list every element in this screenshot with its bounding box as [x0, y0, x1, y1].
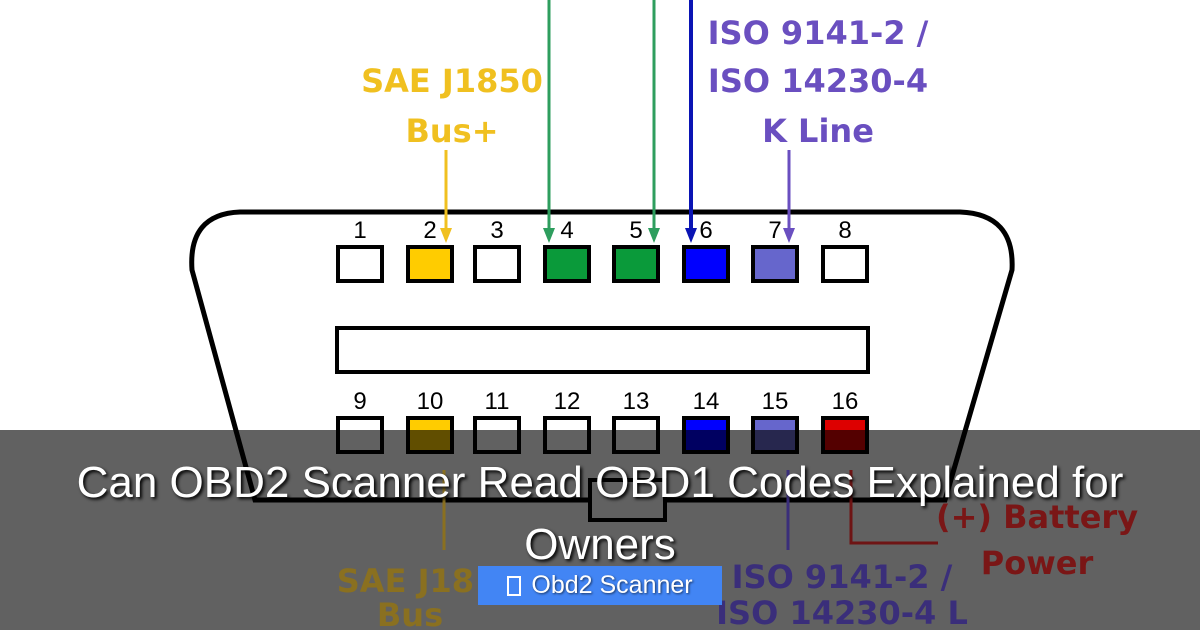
pin-1: [336, 245, 384, 283]
pin-number-13: 13: [623, 388, 650, 415]
pin-number-2: 2: [423, 217, 436, 244]
post-title[interactable]: Can OBD2 Scanner Read OBD1 Codes Explain…: [76, 458, 1124, 569]
pin-4: [543, 245, 591, 283]
pin-number-12: 12: [554, 388, 581, 415]
iso-bottom-label-1: ISO 9141-2 /: [732, 558, 953, 596]
pin-number-5: 5: [629, 217, 642, 244]
pin-number-16: 16: [832, 388, 859, 415]
pin-number-6: 6: [699, 217, 712, 244]
battery-line: [849, 470, 938, 545]
pin-number-4: 4: [560, 217, 573, 244]
iso-label-2: ISO 14230-4: [708, 62, 928, 100]
pin-7: [751, 245, 799, 283]
arrow-head: [783, 228, 795, 243]
pin-number-15: 15: [762, 388, 789, 415]
sae-bottom-label-2: Bus: [377, 596, 443, 630]
pin-number-11: 11: [485, 388, 510, 415]
folder-icon: [507, 575, 522, 596]
pin-number-8: 8: [838, 217, 851, 244]
arrow-head: [440, 228, 452, 243]
connector-outline: [189, 209, 1015, 503]
pin-number-9: 9: [353, 388, 366, 415]
sae-bottom-label-1: SAE J18: [337, 562, 474, 600]
middle-slot: [335, 326, 870, 374]
pin-2: [406, 245, 454, 283]
pin-3: [473, 245, 521, 283]
pin-5: [612, 245, 660, 283]
pin-number-7: 7: [768, 217, 781, 244]
arrow-head: [543, 228, 555, 243]
category-label: Obd2 Scanner: [531, 571, 693, 599]
iso-bottom-label-2: ISO 14230-4 L: [716, 594, 968, 630]
iso-label-1: ISO 9141-2 /: [708, 14, 929, 52]
category-badge[interactable]: Obd2 Scanner: [478, 566, 722, 605]
pin-6: [682, 245, 730, 283]
sae-label-2: Bus+: [405, 112, 498, 150]
battery-label-2: Power: [981, 544, 1094, 582]
pin-number-1: 1: [353, 217, 366, 244]
iso-label-3: K Line: [762, 112, 874, 150]
pin-number-3: 3: [490, 217, 503, 244]
arrow-head: [685, 228, 697, 243]
battery-label-1: (+) Battery: [936, 498, 1138, 536]
pin-number-14: 14: [693, 388, 720, 415]
sae-label-1: SAE J1850: [361, 62, 543, 100]
arrow-head: [648, 228, 660, 243]
pin-number-10: 10: [417, 388, 444, 415]
pin-8: [821, 245, 869, 283]
